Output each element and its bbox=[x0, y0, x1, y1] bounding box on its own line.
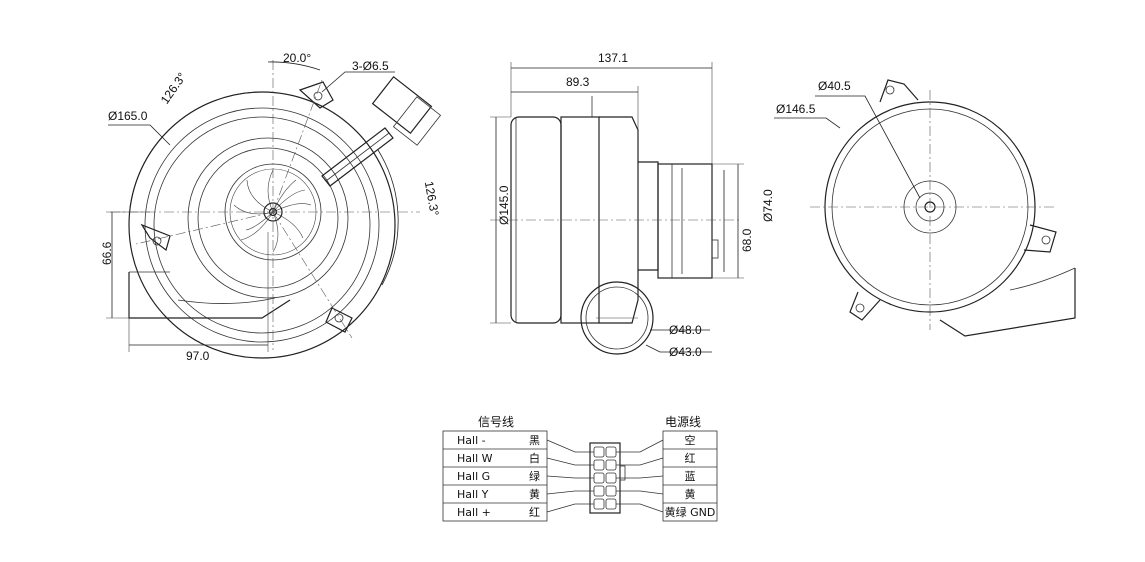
mount-hole-bottom bbox=[334, 313, 344, 323]
signal-row-name: Hall + bbox=[457, 506, 491, 519]
rear-lug-right bbox=[1023, 224, 1057, 253]
cable-bundle bbox=[321, 127, 394, 187]
side-housing-back bbox=[599, 116, 639, 324]
mount-lug-top bbox=[298, 81, 334, 109]
signal-row-name: Hall - bbox=[457, 434, 486, 447]
outlet-circle-inner bbox=[585, 286, 649, 350]
dim-rear-body: Ø146.5 bbox=[776, 102, 816, 116]
signal-header: 信号线 bbox=[478, 415, 514, 429]
power-row-label: 黄绿 GND bbox=[665, 505, 716, 519]
volute-inner-ring bbox=[144, 107, 380, 343]
dim-angle-top: 20.0° bbox=[283, 51, 311, 65]
rear-lug-bottom bbox=[849, 291, 881, 321]
wire-lines bbox=[546, 439, 664, 513]
dim-outlet-outer: Ø48.0 bbox=[669, 323, 702, 337]
power-row-label: 蓝 bbox=[685, 470, 696, 483]
dim-angle-right: 126.3° bbox=[422, 180, 442, 217]
dim-rear-hub: Ø40.5 bbox=[818, 79, 851, 93]
dim-width: 97.0 bbox=[186, 349, 210, 363]
outlet-circle-outer bbox=[580, 281, 654, 355]
cable-connector bbox=[371, 75, 433, 135]
dim-outer-diameter: Ø165.0 bbox=[108, 109, 148, 123]
power-row-label: 空 bbox=[685, 433, 696, 447]
angle-left-arc bbox=[129, 91, 263, 209]
mount-lug-bottom bbox=[325, 307, 353, 333]
signal-row-color: 绿 bbox=[529, 469, 540, 483]
signal-row-name: Hall W bbox=[457, 452, 493, 465]
front-view: Ø165.0 20.0° 3-Ø6.5 126.3° 126.3° 66.6 9… bbox=[100, 51, 442, 363]
housing-ring bbox=[153, 116, 371, 334]
mount-hole-left bbox=[152, 236, 162, 246]
rear-view: Ø40.5 Ø146.5 bbox=[774, 79, 1076, 337]
dim-hub-diameter: Ø74.0 bbox=[761, 189, 775, 222]
signal-row-color: 黑 bbox=[529, 434, 540, 447]
wiring-diagram: 信号线 电源线 Hall - 黑 Hall W 白 Hall G 绿 Hall … bbox=[442, 415, 718, 522]
dim-outlet-inner: Ø43.0 bbox=[669, 345, 702, 359]
mount-lug-left bbox=[140, 223, 171, 252]
power-table bbox=[662, 430, 718, 522]
angle-right-arc bbox=[377, 149, 399, 286]
rear-outlet bbox=[939, 268, 1076, 337]
mount-hole-top bbox=[313, 91, 323, 101]
side-hub bbox=[657, 163, 713, 279]
side-view: 137.1 89.3 Ø145.0 Ø74.0 68.0 Ø48.0 Ø43.0 bbox=[490, 51, 775, 359]
power-row-label: 黄 bbox=[685, 487, 696, 501]
angle-top-arc bbox=[267, 61, 321, 71]
signal-row-color: 黄 bbox=[529, 487, 540, 501]
impeller-blades bbox=[233, 169, 312, 253]
dim-overall-length: 137.1 bbox=[598, 51, 628, 65]
dim-angle-left: 126.3° bbox=[158, 70, 190, 107]
volute-outer-ring bbox=[128, 91, 396, 359]
signal-row-color: 白 bbox=[529, 451, 540, 465]
power-row-label: 红 bbox=[685, 452, 696, 465]
dim-height: 66.6 bbox=[100, 241, 114, 265]
power-header: 电源线 bbox=[665, 415, 701, 429]
dim-holes: 3-Ø6.5 bbox=[352, 59, 389, 73]
dim-hub-height: 68.0 bbox=[740, 228, 754, 252]
signal-row-color: 红 bbox=[529, 506, 540, 519]
signal-row-name: Hall G bbox=[457, 470, 490, 483]
dim-body-length: 89.3 bbox=[566, 75, 590, 89]
dim-body-diameter: Ø145.0 bbox=[497, 185, 511, 225]
signal-row-name: Hall Y bbox=[457, 488, 489, 501]
rear-lug-top bbox=[879, 79, 919, 103]
outlet-spout bbox=[128, 272, 291, 319]
